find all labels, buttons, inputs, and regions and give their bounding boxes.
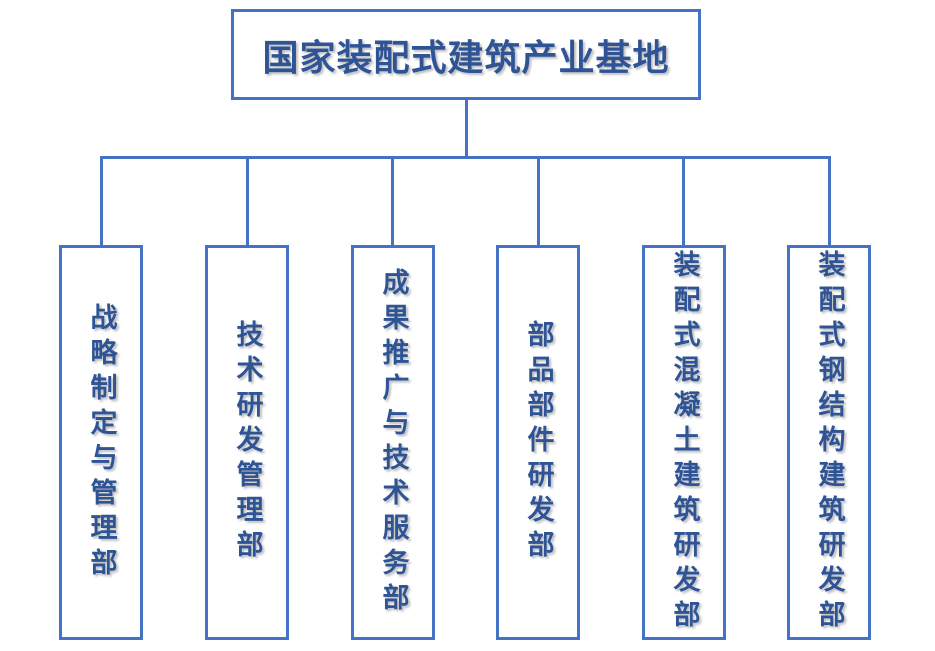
connector-drop-6: [828, 158, 831, 245]
connector-drop-2: [246, 158, 249, 245]
root-node-label: 国家装配式建筑产业基地: [262, 36, 670, 78]
dept-label-parts-components-rd: 部品部件研发部: [523, 320, 554, 565]
dept-label-promotion-tech-service: 成果推广与技术服务部: [378, 267, 409, 618]
root-node-box: 国家装配式建筑产业基地: [231, 9, 701, 100]
connector-drop-1: [100, 158, 103, 245]
dept-label-strategy-management: 战略制定与管理部: [86, 302, 117, 583]
dept-label-steel-structure-rd: 装配式钢结构建筑研发部: [814, 250, 845, 635]
dept-label-tech-rd-management: 技术研发管理部: [232, 320, 263, 565]
connector-drop-4: [537, 158, 540, 245]
dept-label-precast-concrete-rd: 装配式混凝土建筑研发部: [669, 250, 700, 635]
dept-box-precast-concrete-rd: 装配式混凝土建筑研发部: [642, 245, 726, 640]
connector-horizontal-rail: [100, 156, 831, 159]
dept-box-parts-components-rd: 部品部件研发部: [496, 245, 580, 640]
connector-drop-5: [682, 158, 685, 245]
dept-box-promotion-tech-service: 成果推广与技术服务部: [351, 245, 435, 640]
dept-box-tech-rd-management: 技术研发管理部: [205, 245, 289, 640]
dept-box-steel-structure-rd: 装配式钢结构建筑研发部: [787, 245, 871, 640]
connector-root-stem: [465, 100, 468, 157]
connector-drop-3: [391, 158, 394, 245]
dept-box-strategy-management: 战略制定与管理部: [59, 245, 143, 640]
